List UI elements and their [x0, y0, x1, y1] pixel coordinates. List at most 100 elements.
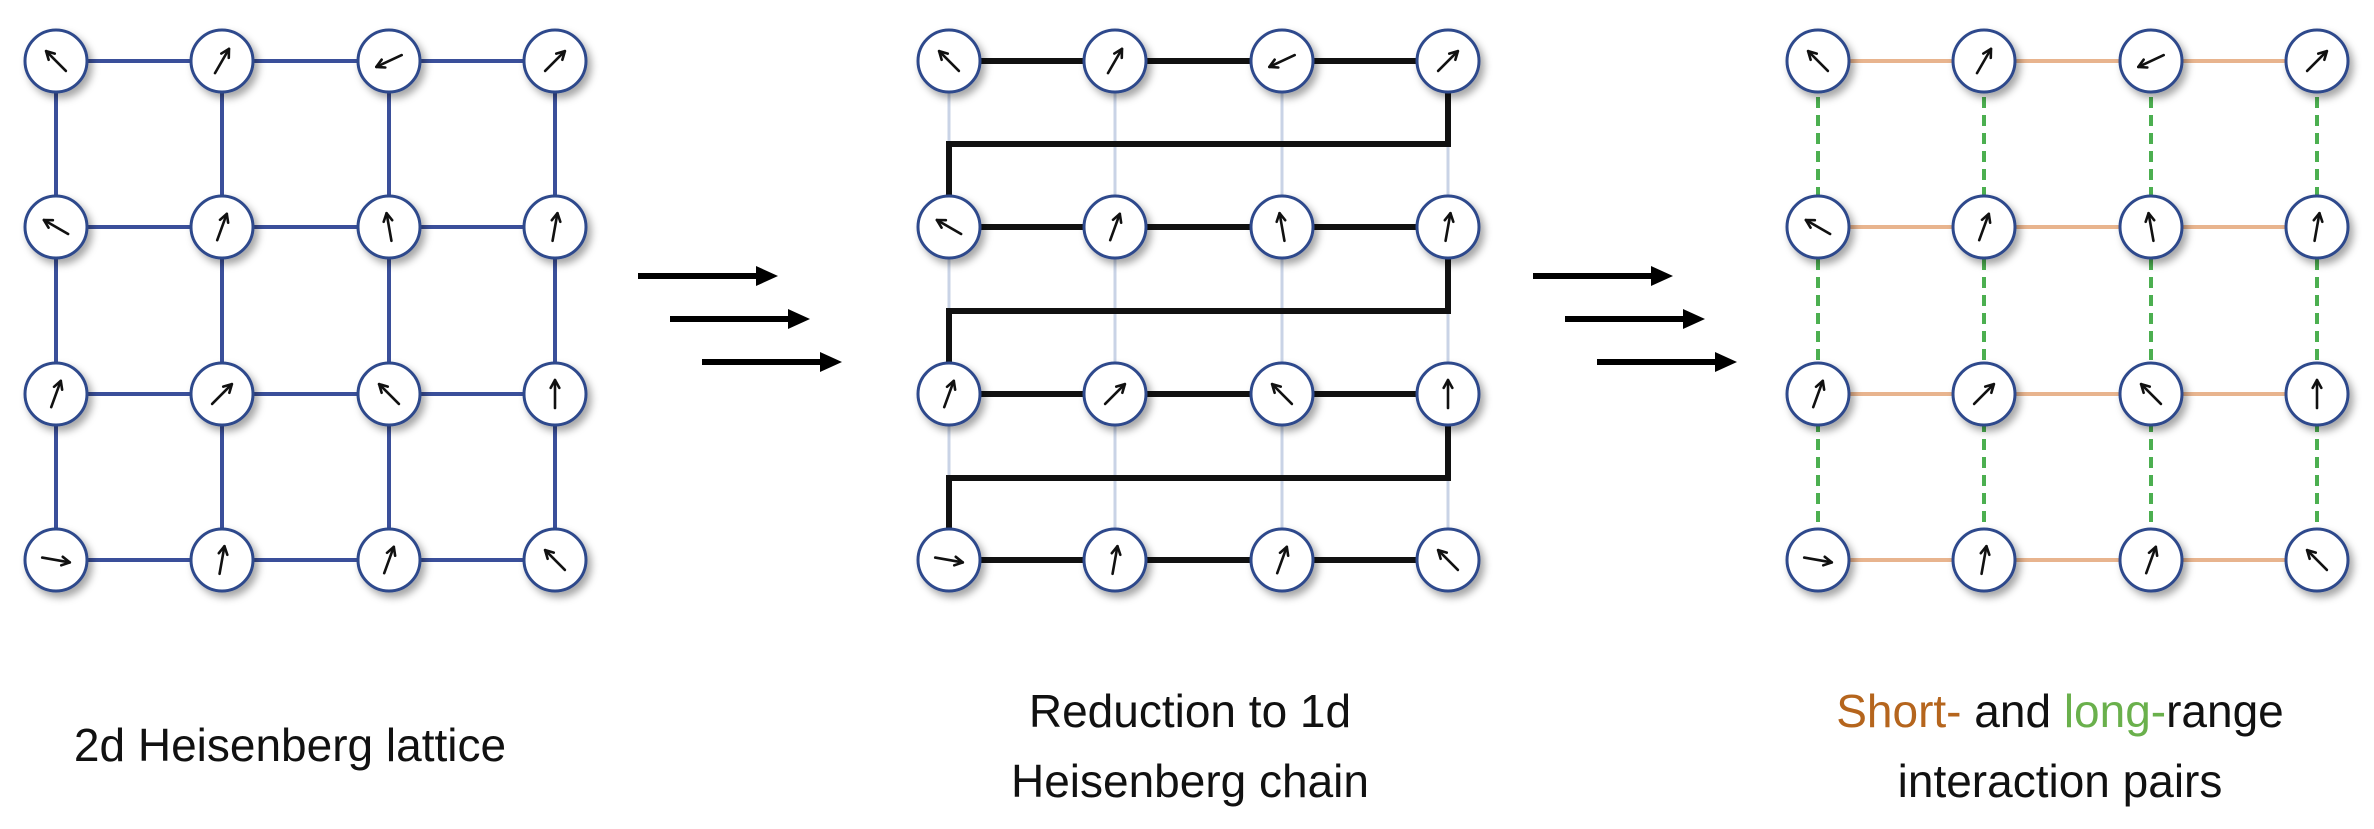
spin-arrow-head: [44, 49, 57, 62]
spin-node-r3-c4: [1415, 361, 1481, 427]
spin-arrow-head: [935, 218, 948, 229]
transition-arrows-1: [638, 266, 842, 372]
spin-node-r4-c3: [1249, 527, 1315, 593]
spin-node-r2-c4: [522, 194, 588, 260]
caption-interaction-pairs-line2: interaction pairs: [1897, 755, 2223, 807]
spin-arrow-shaft: [935, 218, 963, 236]
caption-interaction-pairs: Short- and long-range interaction pairs: [1760, 676, 2360, 816]
spin-arrow-shaft: [377, 382, 401, 406]
spin-arrow-shaft: [2144, 545, 2158, 575]
arrow-head: [756, 266, 778, 286]
spin-arrow-shaft: [1444, 211, 1452, 243]
range-label: range: [2166, 685, 2284, 737]
spin-arrow-head: [377, 382, 390, 395]
spin-arrow-shaft: [2147, 211, 2155, 243]
arrow-head: [1683, 309, 1705, 329]
and-label: and: [1961, 685, 2064, 737]
spin-arrow-shaft: [1278, 211, 1286, 243]
spin-node-r3-c2: [1951, 361, 2017, 427]
spin-node-r4-c4: [1415, 527, 1481, 593]
spin-node-r4-c2: [189, 527, 255, 593]
long-range-label: long-: [2063, 685, 2167, 737]
spin-arrow-shaft: [2305, 548, 2329, 572]
spin-arrow-shaft: [1108, 212, 1122, 242]
caption-1d-chain-line2: Heisenberg chain: [1010, 755, 1369, 807]
spin-node-r2-c1: [1785, 194, 1851, 260]
spin-node-r1-c3: [356, 28, 422, 94]
spin-node-r3-c3: [356, 361, 422, 427]
spin-arrow-shaft: [1268, 53, 1296, 69]
spin-node-r3-c2: [1082, 361, 1148, 427]
spin-node-r4-c4: [2284, 527, 2350, 593]
spin-arrow-head: [952, 555, 965, 567]
caption-1d-chain: Reduction to 1d Heisenberg chain: [890, 676, 1490, 816]
spin-arrow-shaft: [551, 211, 559, 243]
chain-turn-2: [946, 227, 1451, 394]
spin-node-r2-c2: [1082, 194, 1148, 260]
spin-node-r4-c3: [2118, 527, 2184, 593]
spin-arrow-shaft: [40, 556, 72, 564]
spin-arrow-shaft: [385, 211, 393, 243]
spin-arrow-head: [1114, 382, 1127, 395]
spin-node-r1-c4: [2284, 28, 2350, 94]
spin-node-r3-c1: [916, 361, 982, 427]
spin-arrow-head: [1111, 212, 1123, 225]
spin-arrow-head: [385, 545, 397, 558]
spin-arrow-shaft: [1111, 544, 1119, 576]
spin-arrow-head: [1110, 544, 1122, 557]
spin-arrow-head: [550, 211, 562, 224]
spin-node-r3-c1: [1785, 361, 1851, 427]
spin-arrow-shaft: [1975, 47, 1993, 75]
spin-node-r1-c2: [1082, 28, 1148, 94]
transition-arrows-2: [1533, 266, 1737, 372]
spin-arrow-head: [945, 379, 957, 392]
spin-arrow-head: [1436, 548, 1449, 561]
spin-arrow-shaft: [1811, 379, 1825, 409]
spin-node-r1-c4: [1415, 28, 1481, 94]
spin-arrow-head: [217, 544, 229, 557]
spin-arrow-shaft: [1270, 382, 1294, 406]
spin-node-r4-c1: [23, 527, 89, 593]
spin-arrow-shaft: [218, 544, 226, 576]
spin-node-r3-c4: [2284, 361, 2350, 427]
spin-arrow-head: [2139, 382, 2152, 395]
spin-node-r1-c3: [1249, 28, 1315, 94]
chain-turn-3: [946, 394, 1451, 560]
spin-arrow-head: [1278, 545, 1290, 558]
spin-arrow-head: [2147, 545, 2159, 558]
spin-arrow-head: [1814, 379, 1826, 392]
spin-arrow-head: [1275, 211, 1287, 224]
caption-interaction-pairs-line1: Short- and long-range: [1760, 676, 2360, 746]
panel-interaction-pairs: [1785, 28, 2350, 593]
spin-arrow-head: [2316, 49, 2329, 62]
spin-node-r4-c1: [1785, 527, 1851, 593]
spin-node-r4-c3: [356, 527, 422, 593]
spin-node-r1-c4: [522, 28, 588, 94]
spin-arrow-head: [1804, 218, 1817, 229]
spin-arrow-shaft: [2137, 53, 2165, 69]
spin-arrow-head: [549, 378, 561, 390]
spin-arrow-shaft: [382, 545, 396, 575]
spin-arrow-head: [220, 47, 231, 60]
spin-node-r2-c3: [1249, 194, 1315, 260]
spin-arrow-shaft: [2313, 211, 2321, 243]
spin-arrow-shaft: [1275, 545, 1289, 575]
transition-2-arrow-3: [1597, 352, 1737, 372]
spin-arrow-head: [1982, 47, 1993, 60]
spin-arrow-head: [554, 49, 567, 62]
spin-node-r1-c2: [1951, 28, 2017, 94]
spin-arrow-head: [375, 58, 387, 69]
spin-arrow-head: [221, 382, 234, 395]
spin-arrow-head: [1979, 544, 1991, 557]
spin-arrow-shaft: [937, 49, 961, 73]
spin-node-r3-c2: [189, 361, 255, 427]
spin-arrow-head: [382, 211, 394, 224]
spin-node-r1-c2: [189, 28, 255, 94]
spin-arrow-shaft: [1806, 49, 1830, 73]
spin-node-r4-c2: [1082, 527, 1148, 593]
panel-1d-chain: [916, 28, 1481, 593]
spin-arrow-shaft: [933, 556, 965, 564]
spin-node-r2-c3: [356, 194, 422, 260]
spin-node-r2-c2: [189, 194, 255, 260]
